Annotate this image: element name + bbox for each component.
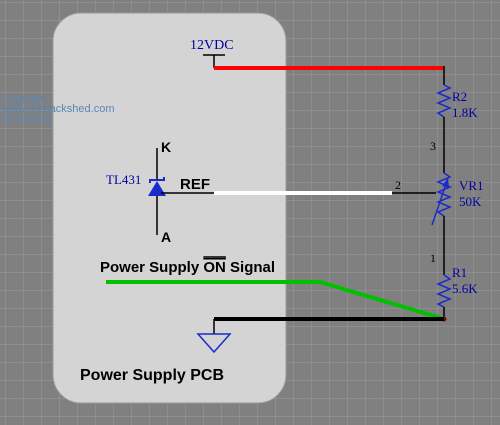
wire-green (106, 280, 445, 321)
signal-label-on: ON (203, 259, 226, 276)
r2-value: 1.8K (452, 105, 478, 120)
pcb-label: Power Supply PCB (80, 367, 224, 384)
vr1-value: 50K (459, 194, 482, 209)
r2-resistor (436, 84, 452, 118)
signal-label-pre: Power Supply (100, 259, 203, 276)
tl431-pin-k: K (161, 139, 171, 155)
watermark-date: 2015/4/15 (2, 113, 51, 125)
pcb-outline (52, 12, 287, 404)
vr1-pin2: 2 (395, 178, 401, 192)
vr1-wiper-arrowhead (442, 178, 449, 188)
watermark-author: Eugeneo (2, 93, 46, 105)
signal-label: Power Supply ON Signal (100, 259, 275, 276)
r1-ref: R1 (452, 265, 467, 280)
vr1-pin1: 1 (430, 251, 436, 265)
supply-label: 12VDC (190, 38, 234, 53)
r1-resistor (436, 274, 452, 308)
tl431-cathode-bar (149, 177, 165, 183)
r2-ref: R2 (452, 89, 467, 104)
tl431-pin-ref: REF (180, 176, 210, 193)
watermark-site: www.thebackshed.com (1, 103, 115, 115)
tl431-part: TL431 (106, 172, 141, 187)
tl431-pin-a: A (161, 229, 171, 245)
vr1-ref: VR1 (459, 178, 484, 193)
vr1-pin3: 3 (430, 139, 436, 153)
r1-value: 5.6K (452, 281, 478, 296)
ground-icon (196, 333, 232, 354)
vr1-potentiometer (436, 172, 452, 217)
signal-label-post: Signal (226, 259, 275, 276)
